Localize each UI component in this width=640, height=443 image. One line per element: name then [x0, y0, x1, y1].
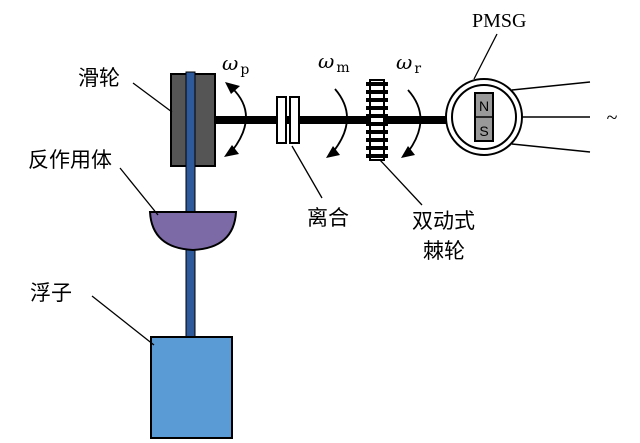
omega-p-symbol: ω — [222, 51, 238, 75]
omega-m-sub: m — [336, 60, 349, 76]
ratchet-tooth — [366, 106, 388, 110]
ratchet-label-line1: 双动式 — [412, 209, 475, 233]
ratchet-tooth — [366, 154, 388, 158]
pmsg-label: PMSG — [472, 10, 526, 32]
float — [150, 336, 233, 439]
omega-r-arrowhead — [401, 146, 415, 158]
magnet-south-label: S — [479, 123, 488, 139]
ratchet — [366, 79, 388, 161]
float-leader — [91, 295, 155, 346]
pulley-label: 滑轮 — [78, 66, 120, 90]
omega-r-symbol: ω — [396, 50, 412, 74]
clutch-leader — [291, 145, 323, 199]
reaction-body — [148, 211, 238, 252]
omega-p-arrowhead-top — [225, 82, 240, 94]
output-wire-3 — [511, 143, 591, 153]
omega-m-symbol: ω — [318, 49, 334, 73]
ratchet-tooth — [366, 130, 388, 134]
ratchet-teeth — [366, 82, 388, 158]
main-shaft — [210, 116, 453, 124]
ratchet-tooth — [366, 90, 388, 94]
ac-symbol: ~ — [607, 107, 618, 129]
clutch-label: 离合 — [307, 206, 349, 230]
omega-m-arrowhead — [326, 146, 340, 158]
ratchet-tooth — [366, 98, 388, 102]
omega-r-arrow — [407, 89, 422, 153]
rod — [185, 71, 196, 345]
reaction-body-leader — [119, 167, 159, 216]
omega-p-arrowhead-bottom — [224, 145, 239, 157]
ratchet-label-line2: 棘轮 — [423, 239, 465, 263]
pulley-leader — [132, 82, 173, 113]
omega-r-sub: r — [414, 61, 421, 77]
omega-m-arrow — [332, 88, 348, 153]
ratchet-tooth — [366, 114, 388, 118]
pmsg-leader — [473, 33, 498, 80]
ratchet-tooth — [366, 122, 388, 126]
omega-p-sub: p — [240, 62, 249, 78]
magnet-north-label: N — [479, 98, 489, 114]
clutch-plate-right — [289, 96, 300, 144]
reaction-body-label: 反作用体 — [28, 148, 112, 172]
clutch-plate-left — [276, 96, 287, 144]
pmsg-generator: N S — [445, 78, 523, 156]
ratchet-tooth — [366, 82, 388, 86]
output-wire-1 — [511, 81, 591, 91]
ratchet-leader — [379, 159, 423, 206]
ratchet-tooth — [366, 138, 388, 142]
omega-p-arrow — [231, 87, 247, 152]
float-label: 浮子 — [30, 281, 72, 305]
ratchet-tooth — [366, 146, 388, 150]
